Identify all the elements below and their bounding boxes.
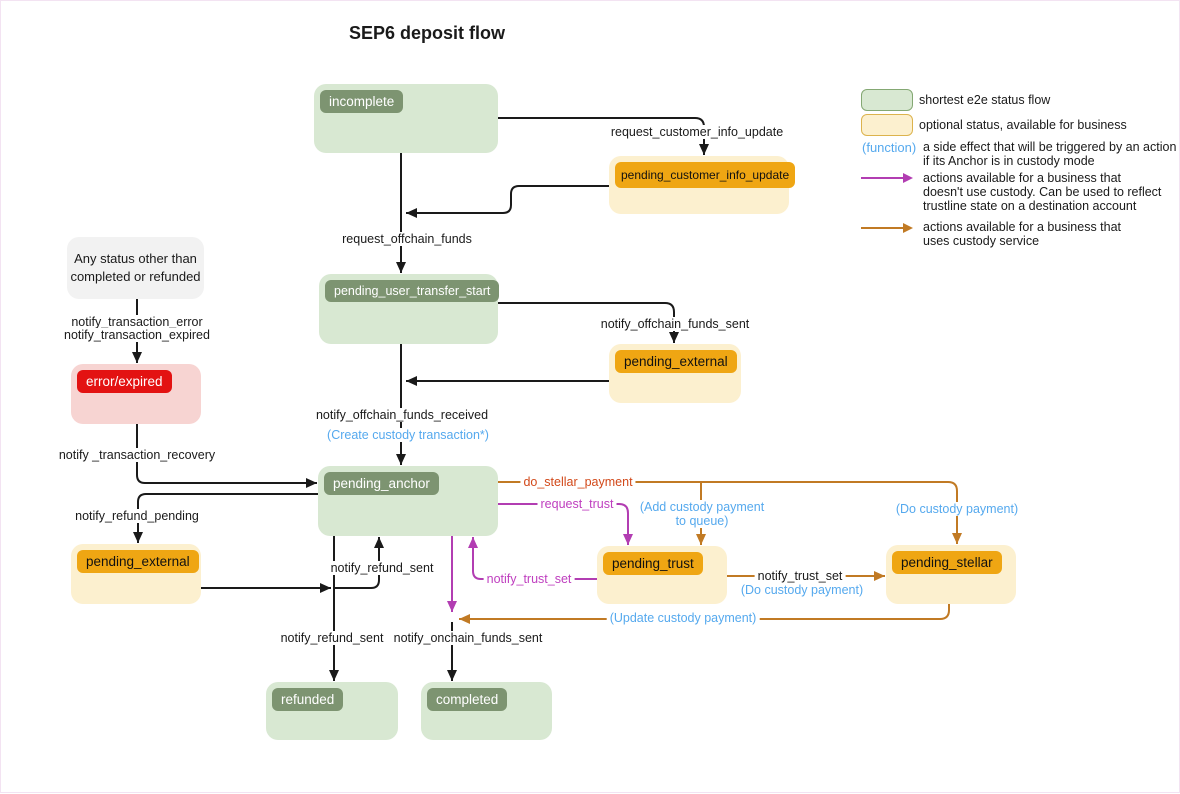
node-pending-external-right: pending_external <box>609 344 741 403</box>
label-notify-transaction-recovery: notify _transaction_recovery <box>55 448 219 462</box>
node-pending-external-left-label: pending_external <box>77 550 199 573</box>
node-pending-anchor-label: pending_anchor <box>324 472 439 495</box>
node-completed-label: completed <box>427 688 508 711</box>
node-error-expired-label: error/expired <box>77 370 172 393</box>
edge-puts-to-pending-external-right <box>498 302 679 343</box>
label-do-custody-payment-stellar: (Do custody payment) <box>892 502 1022 516</box>
node-pending-user-transfer-start-label: pending_user_transfer_start <box>325 280 500 302</box>
edge-notify-trust-set-return <box>468 537 597 580</box>
edge-error-expired-to-pending-anchor <box>136 424 317 488</box>
node-incomplete-label: incomplete <box>320 90 404 113</box>
edge-pending-anchor-to-pending-external-left <box>133 493 318 543</box>
label-notify-refund-pending: notify_refund_pending <box>72 509 202 523</box>
label-notify-trust-set-return: notify_trust_set <box>483 572 575 586</box>
page-title: SEP6 deposit flow <box>349 23 506 43</box>
node-refunded: refunded <box>266 682 398 740</box>
label-notify-refund-sent-up: notify_refund_sent <box>327 561 437 575</box>
edge-request-trust <box>498 503 633 545</box>
label-request-offchain-funds: request_offchain_funds <box>339 232 475 246</box>
magenta-arrow-icon <box>861 173 913 183</box>
label-notify-refund-sent-down: notify_refund_sent <box>277 631 387 645</box>
node-refunded-label: refunded <box>272 688 344 711</box>
label-update-custody-payment: (Update custody payment) <box>606 611 760 625</box>
label-do-stellar-payment: do_stellar_payment <box>520 475 636 489</box>
legend-green-swatch <box>861 89 913 111</box>
node-pending-stellar: pending_stellar <box>886 545 1016 604</box>
node-completed: completed <box>421 682 552 740</box>
label-create-custody-transaction: (Create custody transaction*) <box>324 428 492 442</box>
legend-yellow-swatch <box>861 114 913 136</box>
edge-update-custody-payment <box>459 604 950 624</box>
label-notify-trust-set-forward: notify_trust_set <box>754 569 846 583</box>
orange-arrow-icon <box>861 223 913 233</box>
label-request-trust: request_trust <box>537 497 617 511</box>
legend-function-token: (function) <box>862 140 917 155</box>
legend-green-label: shortest e2e status flow <box>919 93 1051 107</box>
node-pending-external-right-label: pending_external <box>615 350 737 373</box>
label-notify-transaction-expired: notify_transaction_expired <box>61 328 213 342</box>
node-pending-customer-info-update-label: pending_customer_info_update <box>615 162 796 188</box>
node-pending-user-transfer-start: pending_user_transfer_start <box>319 274 500 344</box>
node-pending-anchor: pending_anchor <box>318 466 498 536</box>
node-pending-trust-label: pending_trust <box>603 552 703 575</box>
label-notify-offchain-funds-received: notify_offchain_funds_received <box>312 408 492 422</box>
label-notify-offchain-funds-sent: notify_offchain_funds_sent <box>597 317 753 331</box>
edge-pending-customer-info-update-return <box>406 185 609 218</box>
legend-function-desc: a side effect that will be triggered by … <box>923 140 1177 168</box>
node-pending-trust: pending_trust <box>597 546 727 604</box>
edge-junction-to-pending-anchor-up <box>334 537 384 589</box>
legend-yellow-label: optional status, available for business <box>919 118 1127 132</box>
node-incomplete: incomplete <box>314 84 498 153</box>
label-request-customer-info-update: request_customer_info_update <box>607 125 787 139</box>
edge-do-stellar-payment <box>498 481 962 544</box>
node-pending-customer-info-update: pending_customer_info_update <box>609 156 796 214</box>
label-notify-onchain-funds-sent: notify_onchain_funds_sent <box>390 631 546 645</box>
node-pending-external-left: pending_external <box>71 544 201 604</box>
label-do-custody-payment-trust: (Do custody payment) <box>737 583 867 597</box>
node-pending-stellar-label: pending_stellar <box>892 551 1002 574</box>
label-notify-transaction-error: notify_transaction_error <box>68 315 206 329</box>
node-error-expired: error/expired <box>71 364 201 424</box>
